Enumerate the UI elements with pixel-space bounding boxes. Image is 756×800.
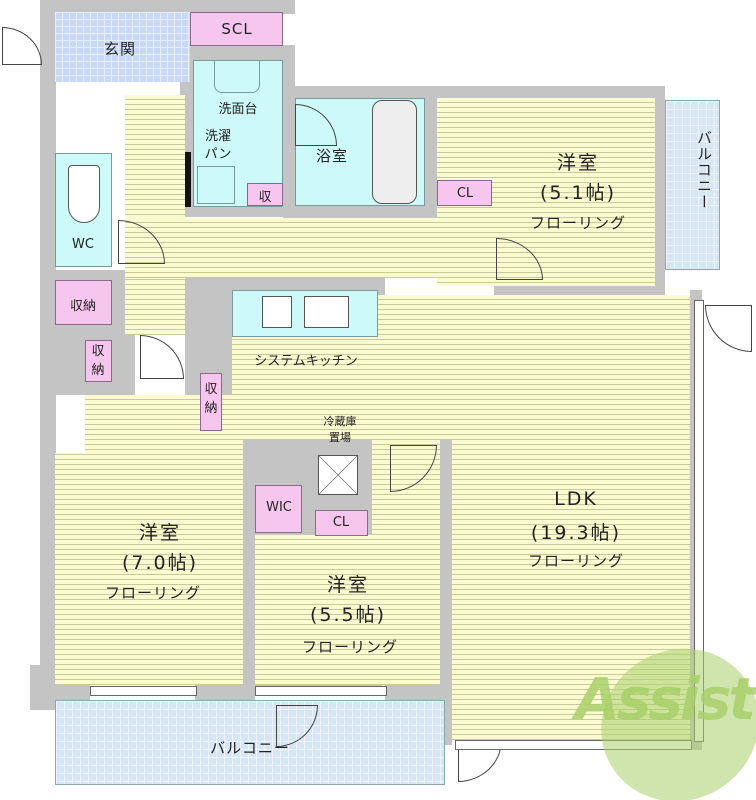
balcony-east-label: バルコニー <box>695 130 713 210</box>
wall-panel <box>185 152 191 207</box>
kitchen-label: システムキッチン <box>254 354 358 369</box>
hall-door[interactable] <box>140 335 184 379</box>
bedroom-ne-floor-type: フローリング <box>529 214 627 232</box>
ldk-side-door[interactable] <box>705 305 752 352</box>
storage-1 <box>55 280 112 325</box>
sink-icon <box>214 60 260 93</box>
balcony-east <box>665 100 720 270</box>
bedroom-ne-size: (5.1帖) <box>539 182 617 204</box>
ldk-name: LDK <box>554 488 598 510</box>
closet-center-label: CL <box>332 515 350 530</box>
washing-machine-icon <box>197 166 235 204</box>
bedroom-w-floor <box>55 395 243 685</box>
wic-label: WIC <box>266 500 292 515</box>
window <box>90 686 197 696</box>
bathtub-icon <box>372 100 417 204</box>
bathroom-label: 浴室 <box>315 147 349 165</box>
shoe-closet-label: SCL <box>221 20 253 38</box>
washstand-label: 洗面台 <box>218 102 258 117</box>
wall <box>283 86 663 98</box>
entrance-label: 玄関 <box>103 40 137 58</box>
fridge-label: 冷蔵庫 置場 <box>323 415 357 444</box>
wall <box>40 0 56 680</box>
bedroom-c-floor <box>255 535 440 685</box>
toilet-icon <box>68 165 100 223</box>
laundry-pan-label: 洗濯 パン <box>204 129 232 162</box>
entrance <box>55 12 190 82</box>
shoe-closet <box>190 12 283 46</box>
storage-3-label: 収 納 <box>204 382 218 416</box>
closet-center <box>315 510 368 536</box>
closet-ne-label: CL <box>456 186 474 201</box>
closet-ne <box>437 180 492 206</box>
storage-small-label: 収 <box>258 190 272 205</box>
entrance-door[interactable] <box>2 27 42 65</box>
storage-1-label: 収納 <box>69 299 97 314</box>
storage-2-label: 収 納 <box>91 344 105 378</box>
storage-3 <box>200 373 222 431</box>
storage-small <box>247 183 283 206</box>
bedroom-w-size: (7.0帖) <box>121 552 199 574</box>
bedroom-w-floor-type: フローリング <box>104 584 202 602</box>
wall <box>40 0 295 14</box>
storage-2 <box>85 340 112 382</box>
walk-in-closet <box>255 485 302 533</box>
bedroom-c-name: 洋室 <box>326 574 370 596</box>
bedroom-c-size: (5.5帖) <box>309 604 387 626</box>
assist-logo: Assist <box>575 665 756 733</box>
ldk-size: (19.3帖) <box>530 522 622 544</box>
ldk-floor-type: フローリング <box>527 552 625 570</box>
bedroom-ne-name: 洋室 <box>556 152 600 174</box>
hallway <box>125 218 495 278</box>
bedroom-w-name: 洋室 <box>138 522 182 544</box>
balcony-south-label: バルコニー <box>210 739 290 757</box>
kitchen-sink-icon <box>304 296 349 328</box>
bedroom-c-floor-type: フローリング <box>301 638 399 656</box>
wc-label: WC <box>72 237 94 252</box>
window <box>255 686 387 696</box>
balcony-south <box>55 700 445 785</box>
hallway <box>125 95 185 335</box>
fridge-space-icon <box>318 455 358 495</box>
wall <box>440 435 452 745</box>
stove-icon <box>262 296 292 328</box>
